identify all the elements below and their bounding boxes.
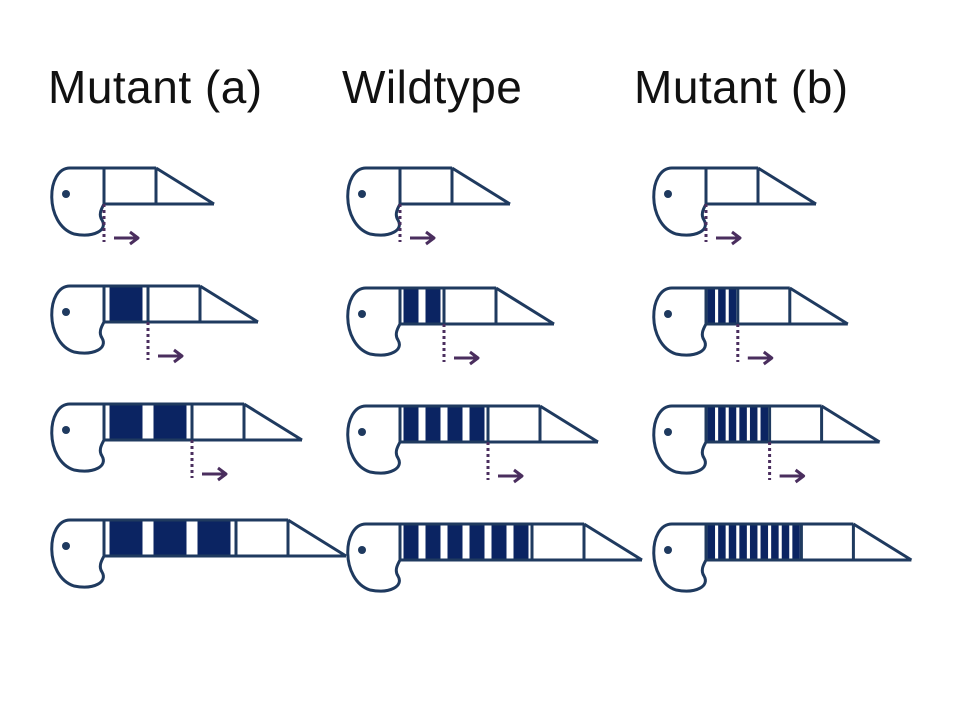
segment-block <box>792 524 800 560</box>
segment-block <box>109 286 143 322</box>
head-dot <box>358 546 366 554</box>
embryo-head <box>346 404 402 475</box>
embryo-tail <box>199 284 259 324</box>
segment-block <box>153 404 187 440</box>
head-dot <box>358 190 366 198</box>
head-dot <box>664 546 672 554</box>
head-dot <box>664 428 672 436</box>
segment-block <box>760 406 769 442</box>
embryo-head <box>652 166 708 237</box>
segment-block <box>425 524 441 560</box>
embryo-tail <box>583 522 643 562</box>
segment-block <box>707 406 716 442</box>
embryo-tail <box>539 404 599 444</box>
arrow-head <box>425 230 436 246</box>
segment-block <box>447 406 463 442</box>
embryo-head <box>50 166 106 237</box>
segment-block <box>771 524 779 560</box>
head-dot <box>358 428 366 436</box>
segment-block <box>707 288 716 324</box>
segment-block <box>491 524 507 560</box>
segment-block <box>469 524 485 560</box>
arrow-head <box>217 466 228 482</box>
embryo-tail <box>243 402 303 442</box>
arrow-head <box>129 230 140 246</box>
embryo-tail <box>287 518 347 558</box>
segment-block <box>707 524 716 560</box>
segment-block <box>718 288 726 324</box>
segment-block <box>728 406 737 442</box>
head-dot <box>358 310 366 318</box>
arrow-head <box>762 350 774 366</box>
embryo-head <box>652 404 708 475</box>
column-title-mutant-a: Mutant (a) <box>48 61 263 113</box>
head-dot <box>62 308 70 316</box>
arrow-head <box>173 348 184 364</box>
column-title-wildtype: Wildtype <box>342 61 523 113</box>
segment-block <box>760 524 769 560</box>
embryo-head <box>346 286 402 357</box>
head-dot <box>664 310 672 318</box>
column-title-mutant-b: Mutant (b) <box>634 61 849 113</box>
embryo-tail <box>451 166 511 206</box>
embryo-head <box>346 166 402 237</box>
segment-block <box>728 288 737 324</box>
segment-block <box>749 406 758 442</box>
embryo-head <box>652 286 708 357</box>
embryo-head <box>50 518 106 589</box>
embryo-head <box>50 402 106 473</box>
segment-block <box>469 406 485 442</box>
embryo-tail <box>757 166 817 206</box>
arrow-head <box>794 468 806 484</box>
segment-block <box>153 520 187 556</box>
segment-block <box>781 524 790 560</box>
segment-block <box>728 524 737 560</box>
segment-block <box>197 520 231 556</box>
head-dot <box>62 426 70 434</box>
segment-block <box>425 288 441 324</box>
embryo-tail <box>789 286 849 326</box>
segment-block <box>403 524 419 560</box>
embryo-tail <box>495 286 555 326</box>
segment-block <box>749 524 758 560</box>
segment-block <box>109 404 143 440</box>
embryo-head <box>50 284 106 355</box>
head-dot <box>62 542 70 550</box>
segment-block <box>109 520 143 556</box>
embryo-tail <box>852 522 913 562</box>
embryo-head <box>652 522 708 593</box>
segment-block <box>718 406 726 442</box>
embryo-tail <box>155 166 215 206</box>
segment-block <box>739 524 747 560</box>
segment-block <box>447 524 463 560</box>
arrow-head <box>731 230 742 246</box>
head-dot <box>62 190 70 198</box>
segment-block <box>425 406 441 442</box>
segment-block <box>403 406 419 442</box>
embryo-tail <box>820 404 881 444</box>
segment-block <box>513 524 529 560</box>
arrow-head <box>469 350 480 366</box>
head-dot <box>664 190 672 198</box>
segment-block <box>718 524 726 560</box>
embryo-head <box>346 522 402 593</box>
segment-block <box>403 288 419 324</box>
segment-block <box>739 406 747 442</box>
arrow-head <box>513 468 524 484</box>
